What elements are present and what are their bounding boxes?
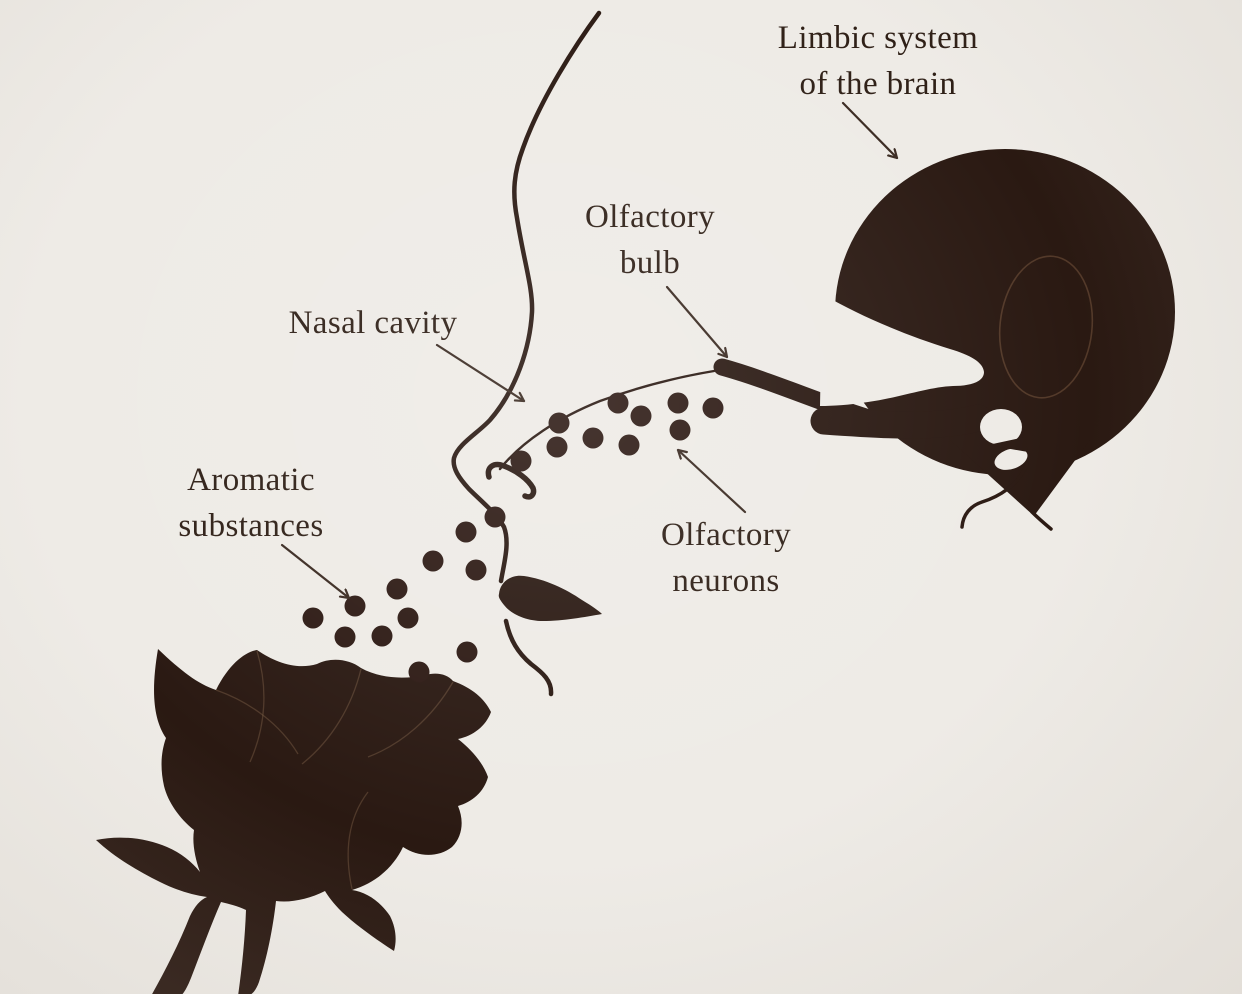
- molecule-dot: [386, 578, 408, 600]
- molecule-dot: [455, 521, 477, 543]
- molecule-dot: [456, 641, 478, 663]
- molecule-dot: [344, 595, 366, 617]
- label-olfactory-bulb: Olfactory bulb: [530, 194, 770, 286]
- molecule-dot: [465, 559, 487, 581]
- limbic-system-brain-figure: [810, 149, 1175, 531]
- aromatic-molecule-dots: [302, 392, 724, 683]
- label-olfactory-bulb-line2: bulb: [619, 245, 681, 281]
- brain-spiral-channel: [820, 294, 984, 406]
- brainstem-line-left: [960, 462, 1029, 529]
- face-profile-line: [451, 10, 602, 584]
- label-limbic-system-line1: Limbic system: [777, 20, 979, 56]
- label-limbic-system-line2: of the brain: [799, 66, 957, 102]
- molecule-dot: [302, 607, 324, 629]
- rose-figure: [96, 649, 491, 994]
- aromatic-substances-arrow: [280, 543, 351, 600]
- limbic-system-arrow: [841, 101, 899, 160]
- rose-silhouette: [96, 649, 491, 994]
- brain-notch-lower: [994, 448, 1028, 470]
- molecule-dot: [422, 550, 444, 572]
- face-profile-figure: [451, 10, 716, 697]
- nasal-cavity-arrow: [435, 343, 526, 403]
- molecule-dot: [334, 626, 356, 648]
- brain-curl-tail: [810, 404, 992, 439]
- label-aromatic-substances-line2: substances: [178, 508, 324, 544]
- chin-line: [503, 618, 554, 697]
- label-olfactory-neurons: Olfactory neurons: [576, 512, 876, 604]
- label-nasal-cavity: Nasal cavity: [238, 300, 508, 346]
- molecule-dot: [548, 412, 570, 434]
- brain-mass: [835, 149, 1175, 475]
- molecule-dot: [607, 392, 629, 414]
- molecule-dot: [371, 625, 393, 647]
- nasal-cavity-line: [498, 369, 716, 471]
- molecule-dot: [397, 607, 419, 629]
- label-aromatic-substances: Aromatic substances: [101, 457, 401, 549]
- label-aromatic-substances-line1: Aromatic: [187, 462, 315, 498]
- molecule-dot: [669, 419, 691, 441]
- nostril-icon: [485, 461, 537, 500]
- label-limbic-system: Limbic system of the brain: [688, 15, 1068, 107]
- label-nasal-cavity-line1: Nasal cavity: [288, 305, 458, 341]
- brain-notch-wedge: [988, 437, 1028, 452]
- brainstem-line-right: [1030, 510, 1053, 531]
- brain-inner-outline: [998, 255, 1094, 399]
- molecule-dot: [510, 450, 532, 472]
- molecule-dot: [702, 397, 724, 419]
- label-olfactory-neurons-line2: neurons: [672, 563, 780, 599]
- lips-shape: [498, 575, 602, 621]
- molecule-dot: [618, 434, 640, 456]
- molecule-dot: [546, 436, 568, 458]
- olfactory-neurons-arrow: [676, 448, 747, 514]
- olfactory-bulb-arrow: [665, 285, 729, 359]
- molecule-dot: [630, 405, 652, 427]
- rose-petal-seams: [215, 650, 454, 890]
- molecule-dot: [667, 392, 689, 414]
- annotation-arrows: [280, 101, 899, 600]
- molecule-dot: [408, 661, 430, 683]
- brain-notch-upper: [980, 409, 1022, 445]
- label-olfactory-neurons-line1: Olfactory: [660, 517, 792, 553]
- label-olfactory-bulb-line1: Olfactory: [584, 199, 716, 235]
- molecule-dot: [582, 427, 604, 449]
- molecule-dot: [484, 506, 506, 528]
